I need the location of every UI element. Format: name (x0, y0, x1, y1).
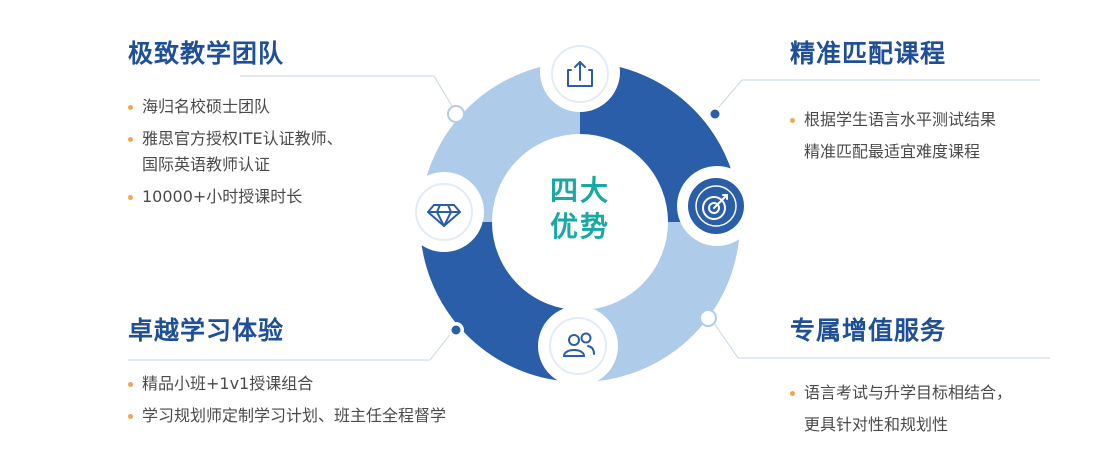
bullet-dot (790, 118, 795, 123)
center-title-line1: 四大 (550, 174, 610, 207)
target-icon (702, 194, 728, 220)
connector-line-bottom-right-diagonal (711, 319, 739, 359)
section-top-right: 精准匹配课程 根据学生语言水平测试结果精准匹配最适宜难度课程 (790, 34, 996, 168)
bullet-item: 雅思官方授权ITE认证教师、国际英语教师认证 (128, 126, 343, 178)
users-icon (562, 332, 595, 357)
connector-line-top-left-diagonal (433, 75, 453, 107)
ring-dot-bottom-left-inner (451, 325, 461, 335)
bullet-item: 根据学生语言水平测试结果精准匹配最适宜难度课程 (790, 104, 996, 168)
bullet-dot (790, 391, 795, 396)
bullet-list: 语言考试与升学目标相结合，更具针对性和规划性 (790, 377, 1012, 441)
upload-icon (567, 61, 593, 87)
section-title: 卓越学习体验 (128, 316, 285, 345)
bullet-item: 学习规划师定制学习计划、班主任全程督学 (128, 403, 446, 429)
section-bottom-left: 卓越学习体验 精品小班+1v1授课组合 学习规划师定制学习计划、班主任全程督学 (128, 311, 446, 429)
badge-bottom (549, 317, 607, 375)
diamond-icon (427, 204, 461, 227)
bullet-dot (128, 382, 133, 387)
section-title: 专属增值服务 (790, 316, 947, 345)
bullet-dot (128, 105, 133, 110)
connector-line-bottom-left-diagonal (429, 331, 453, 361)
bullet-list: 海归名校硕士团队 雅思官方授权ITE认证教师、国际英语教师认证 10000+小时… (128, 94, 343, 210)
badge-right-ring (695, 185, 737, 227)
bullet-dot (128, 137, 133, 142)
bullet-list: 精品小班+1v1授课组合 学习规划师定制学习计划、班主任全程督学 (128, 371, 446, 429)
section-top-left: 极致教学团队 海归名校硕士团队 雅思官方授权ITE认证教师、国际英语教师认证 1… (128, 34, 343, 210)
bullet-dot (128, 195, 133, 200)
section-title: 极致教学团队 (128, 39, 285, 68)
ring-dot-top-left-inner (452, 110, 460, 118)
section-bottom-right: 专属增值服务 语言考试与升学目标相结合，更具针对性和规划性 (790, 311, 1012, 441)
bullet-item: 10000+小时授课时长 (128, 184, 343, 210)
ring-dot-bottom-right (699, 309, 717, 327)
connector-line-top-right-diagonal (717, 79, 743, 109)
bullet-item: 海归名校硕士团队 (128, 94, 343, 120)
section-title: 精准匹配课程 (790, 39, 947, 68)
bullet-list: 根据学生语言水平测试结果精准匹配最适宜难度课程 (790, 104, 996, 168)
bullet-dot (128, 414, 133, 419)
bullet-item: 精品小班+1v1授课组合 (128, 371, 446, 397)
ring-dot-top-right-inner (710, 109, 720, 119)
center-title-line2: 优势 (550, 210, 610, 243)
bullet-item: 语言考试与升学目标相结合，更具针对性和规划性 (790, 377, 1012, 441)
